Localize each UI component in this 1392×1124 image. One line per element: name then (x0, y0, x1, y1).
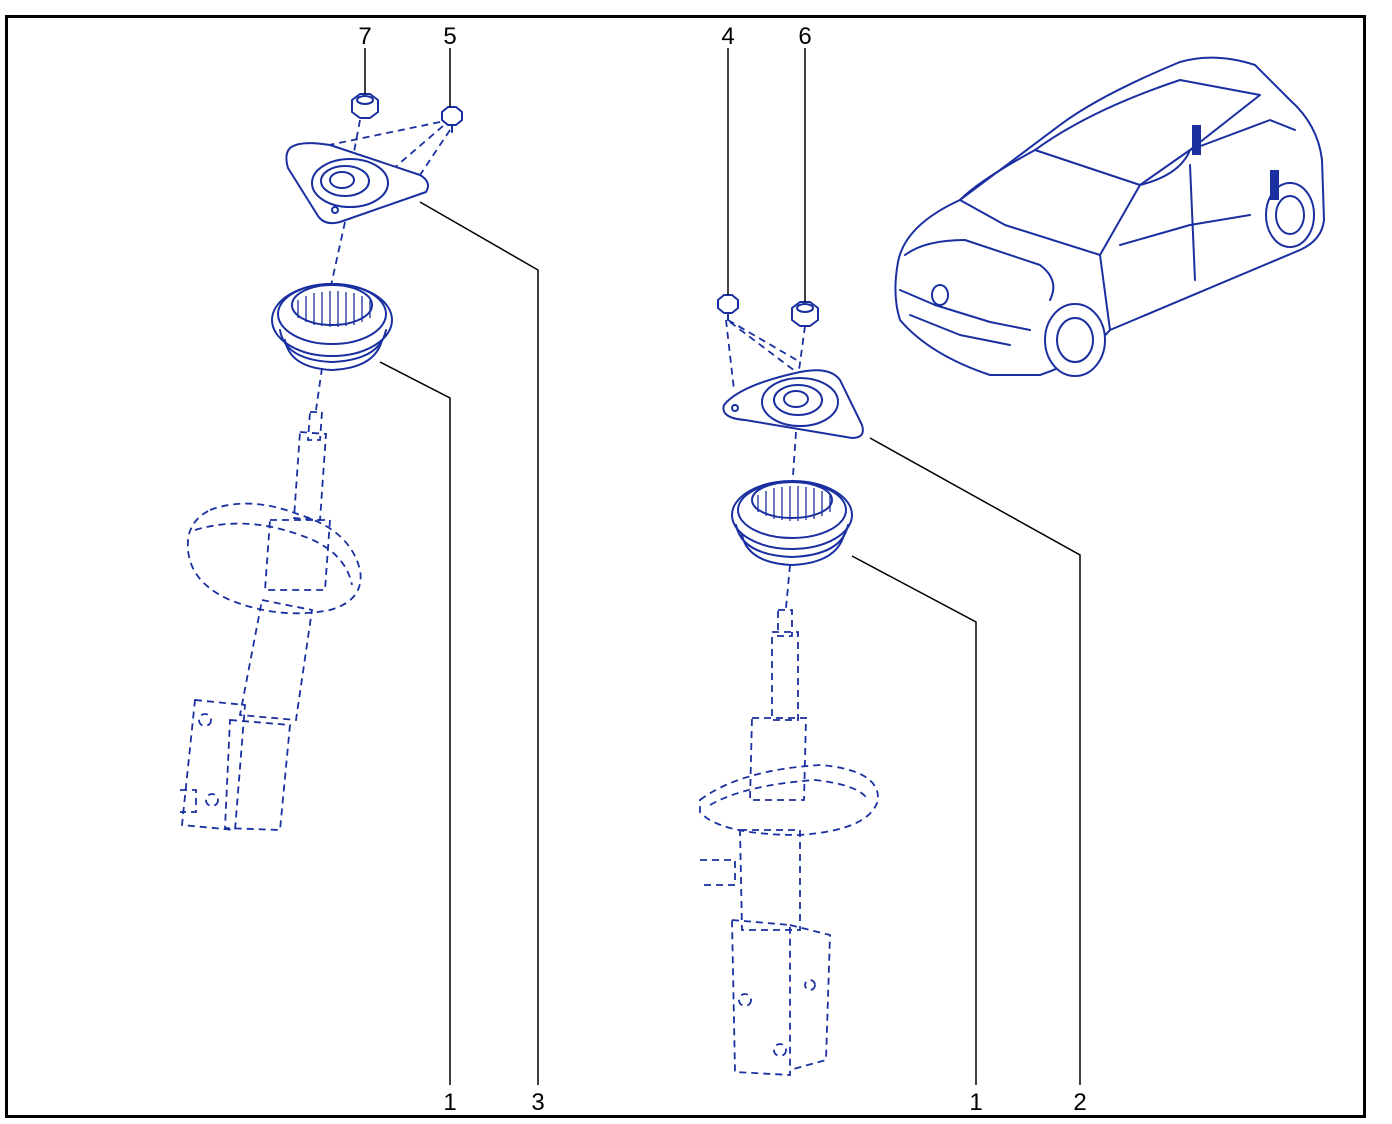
callout-6-top-right: 6 (798, 23, 811, 50)
right-strut-assembly (699, 294, 879, 1076)
top-mount-plate-2 (722, 369, 864, 439)
callout-4-top-right: 4 (721, 23, 734, 50)
left-strut-assembly (180, 93, 463, 831)
bearing-cup-1-left (271, 283, 393, 371)
front-marker-icon (1270, 170, 1279, 200)
bolt-5-icon (441, 106, 463, 133)
callout-5-top-left: 5 (443, 23, 456, 50)
nut-6-icon (791, 301, 819, 327)
vehicle-location-icon (894, 56, 1325, 377)
strut-right (699, 609, 879, 1076)
diagram-frame (5, 15, 1366, 1118)
rear-marker-icon (1192, 125, 1201, 155)
callout-3-bottom-left: 3 (531, 1089, 544, 1116)
callout-7-top-left: 7 (358, 23, 371, 50)
callout-1-bottom-left: 1 (443, 1089, 456, 1116)
bearing-cup-1-right (731, 480, 853, 566)
bolt-4-icon (717, 294, 739, 321)
callout-2-bottom-right: 2 (1073, 1089, 1086, 1116)
top-mount-plate-3 (285, 142, 429, 225)
strut-left (180, 411, 362, 831)
leader-lines (364, 48, 1081, 1085)
callout-1-bottom-right: 1 (969, 1089, 982, 1116)
nut-7-icon (351, 93, 379, 119)
